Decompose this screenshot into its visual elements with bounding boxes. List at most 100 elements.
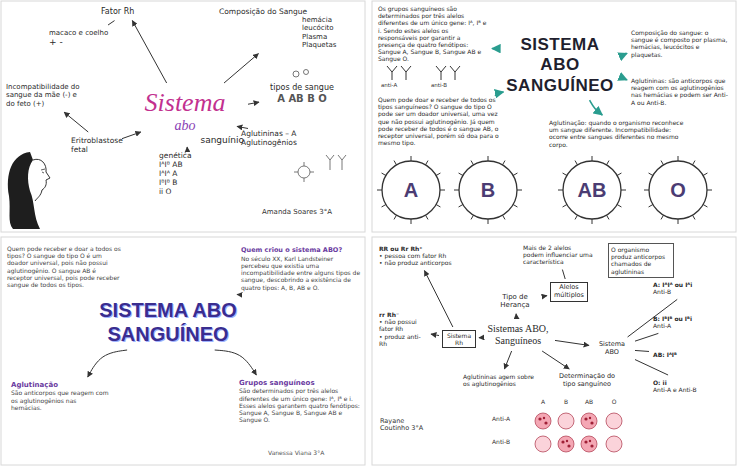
connector-arrow xyxy=(424,271,452,327)
node-text: No século XX, Karl Landsteiner percebeu … xyxy=(241,255,361,291)
antigen-spike xyxy=(661,161,664,165)
branch-note: Incompatibilidade do sangue da mãe (-) e… xyxy=(5,82,83,109)
node-text: sanguínio xyxy=(126,135,244,146)
symbol-caption: anti-A xyxy=(381,82,397,88)
node-heading: Alelos múltiplos xyxy=(552,284,586,300)
drawing-path xyxy=(326,155,334,170)
node-heading: Aglutininas agem sobre os aglutinogênios xyxy=(463,373,537,387)
antigen-spike xyxy=(394,161,397,165)
drawing-circle xyxy=(567,444,570,447)
node-text: Anti-B xyxy=(653,288,731,295)
node-heading: Mais de 2 alelos podem influenciar uma c… xyxy=(523,244,593,266)
branch-topic: tipos de sangueA AB B O xyxy=(262,82,342,106)
node-heading: Fator Rh xyxy=(101,7,154,17)
connector-arrow xyxy=(237,126,248,128)
branch-topic: Aglutininas – AAglutinogênios xyxy=(240,128,355,148)
text-block: A: IᴬIᴬ ou IᴬiAnti-B xyxy=(652,280,732,296)
antigen-spike xyxy=(454,190,459,191)
drawing-path xyxy=(436,66,446,80)
drawing-circle xyxy=(298,166,310,178)
node-text: • não produz anticorpos xyxy=(379,259,455,266)
drawing-rect xyxy=(372,237,736,465)
antigen-spike xyxy=(382,205,386,208)
drawing-circle xyxy=(544,421,547,424)
node-heading: O xyxy=(670,178,686,202)
branch-topic: Determinação do tipo sanguíneo xyxy=(552,372,622,390)
node-heading: SISTEMA ABO SANGUÍNEO xyxy=(499,35,621,96)
connector-arrow xyxy=(248,102,259,104)
antigen-spike xyxy=(563,205,567,208)
connector-arrow xyxy=(224,54,258,83)
antigen-spike xyxy=(617,205,621,208)
connector-arrow xyxy=(431,334,439,335)
antigen-spike xyxy=(411,219,412,224)
node-heading: Os grupos sanguíneos são determinados po… xyxy=(378,5,488,63)
cell-circle xyxy=(382,161,440,219)
text-block: AglutinaçãoSão anticorpos que reagem com… xyxy=(10,380,110,412)
boxed-note: O organismo produz anticorpos chamados d… xyxy=(608,243,674,278)
branch-topic: Fator Rh xyxy=(100,6,155,18)
connector-arrow xyxy=(122,132,141,139)
node-text: • produz anti-Rh xyxy=(379,333,427,347)
connector-arrow xyxy=(88,350,127,377)
node-text: • não possui fator Rh xyxy=(379,318,427,332)
connector-arrow xyxy=(590,100,603,115)
blood-cell-circle: AB xyxy=(562,160,622,220)
grid-column-label: A xyxy=(541,399,545,406)
antigen-spike xyxy=(592,156,593,161)
node-heading: Quem pode receber e doar a todos os tipo… xyxy=(7,245,123,288)
connector-arrow xyxy=(625,52,627,54)
node-text: abo xyxy=(126,118,244,135)
connector-arrow xyxy=(479,337,481,338)
drawing-circle xyxy=(589,417,591,419)
node-heading: Aglutinação xyxy=(11,381,109,389)
node-text: hemácia leucócito Plasma Plaquetas xyxy=(302,16,357,50)
antigen-spike xyxy=(488,156,489,161)
antigen-spike xyxy=(607,215,610,219)
antigen-spike xyxy=(459,173,463,176)
text-block: Quem pode receber e doar a todos os tipo… xyxy=(6,244,124,289)
drawing-circle xyxy=(293,71,299,77)
central-topic: Sistemaabosanguínio xyxy=(125,86,245,147)
drawing-path xyxy=(33,159,50,201)
drawing-circle xyxy=(538,417,541,420)
drawing-circle xyxy=(590,444,593,447)
cell-circle xyxy=(459,161,517,219)
antigen-spike xyxy=(503,161,506,165)
text-block: Aglutininas: são anticorpos que reagem c… xyxy=(630,76,732,107)
node-text: IᴬIᴬ A xyxy=(159,169,219,178)
antigen-spike xyxy=(661,215,664,219)
cell-circle xyxy=(563,161,621,219)
node-heading: O organismo produz anticorpos chamados d… xyxy=(611,246,671,275)
blood-cell-circle: B xyxy=(458,160,518,220)
branch-topic: genéticaIᴬIᴮ ABIᴬIᴬ AIᴮIᴮ Bii O xyxy=(158,150,220,197)
text-block: Quem criou o sistema ABO?No século XX, K… xyxy=(240,246,362,292)
text-block: Aglutinação: quando o organismo reconhec… xyxy=(548,118,688,149)
drawing-circle xyxy=(581,413,597,429)
antigen-spike xyxy=(563,173,567,176)
connector-arrow xyxy=(555,340,589,345)
grid-row-label: Anti-A xyxy=(492,416,510,423)
antigen-spike xyxy=(459,205,463,208)
drawing-path xyxy=(294,162,314,182)
antigen-spike xyxy=(503,215,506,219)
drawing-circle xyxy=(606,436,622,452)
antigen-spike xyxy=(471,215,474,219)
drawing-circle xyxy=(581,436,597,452)
text-block: Quem pode doar e receber de todos os tip… xyxy=(377,95,505,147)
connector-arrow xyxy=(542,351,569,369)
author-signature: Vanessa Viana 3°A xyxy=(268,450,324,457)
drawing-circle xyxy=(589,440,591,442)
node-text: Anti-A e Anti-B xyxy=(653,386,731,393)
drawing-circle xyxy=(535,413,551,429)
node-heading: macaco e coelho xyxy=(49,29,127,37)
antigen-spike xyxy=(426,215,429,219)
boxed-term: Alelos múltiplos xyxy=(550,282,588,302)
drawing-circle xyxy=(584,417,587,420)
antigen-spike xyxy=(513,205,517,208)
antigen-spike xyxy=(703,173,707,176)
central-topic: Sistemas ABO, Sanguíneos xyxy=(484,322,552,348)
node-text: ii O xyxy=(159,187,219,196)
connector-group xyxy=(64,21,677,377)
